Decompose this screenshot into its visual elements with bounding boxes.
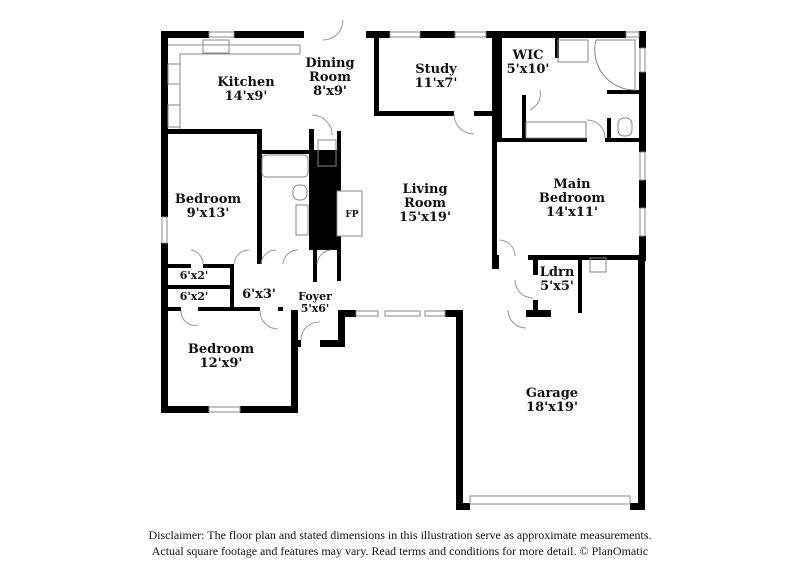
room-name: Ldrn [539,265,575,280]
disclaimer: Disclaimer: The floor plan and stated di… [0,527,800,559]
room-dimensions: 5'x5' [540,279,574,294]
room-living: Living Room 15'x19' [390,183,460,225]
disclaimer-line-1: Disclaimer: The floor plan and stated di… [148,528,652,542]
room-name: Main Bedroom [538,177,606,206]
room-kitchen: Kitchen 14'x9' [217,76,274,104]
room-dimensions: 12'x9' [199,356,243,371]
room-name: Bedroom [187,342,255,357]
room-main-bedroom: Main Bedroom 14'x11' [532,178,612,220]
room-dimensions: 9'x13' [186,206,230,221]
room-dining: Dining Room 8'x9' [300,57,360,99]
room-name: WIC [512,48,544,63]
room-dimensions: 18'x19' [526,400,578,415]
room-garage: Garage 18'x19' [526,387,578,415]
room-name: Bedroom [174,192,242,207]
room-laundry: Ldrn 5'x5' [540,266,575,294]
room-dimensions: 11'x7' [414,76,458,91]
room-dimensions: 14'x11' [546,205,598,220]
disclaimer-line-2: Actual square footage and features may v… [151,544,649,558]
hall-label: 6'x3' [242,287,276,302]
room-dimensions: 8'x9' [313,84,347,99]
room-name: Dining Room [305,56,355,85]
room-dimensions: 14'x9' [224,89,268,104]
room-dimensions: 5'x6' [300,302,330,315]
room-bedroom-2: Bedroom 12'x9' [188,343,254,371]
room-name: Foyer [298,290,332,303]
room-name: Living Room [402,182,448,211]
room-wic: WIC 5'x10' [507,49,550,77]
closet-label: 6'x2' [179,269,209,282]
room-dimensions: 15'x19' [399,210,451,225]
fireplace-label: FP [345,210,359,220]
room-name: Kitchen [217,75,275,90]
room-bedroom-1: Bedroom 9'x13' [175,193,241,221]
room-study: Study 11'x7' [415,63,458,91]
room-dimensions: 5'x10' [506,62,550,77]
room-name: Garage [525,386,579,401]
room-foyer: Foyer 5'x6' [298,291,332,315]
room-name: Study [415,62,457,77]
closet-label: 6'x2' [179,290,209,303]
